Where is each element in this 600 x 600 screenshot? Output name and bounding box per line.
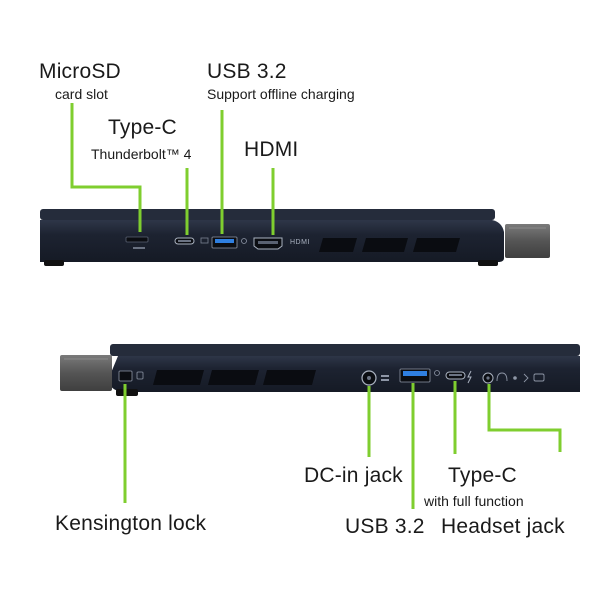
top-callout-lines — [70, 103, 275, 235]
typec-subtitle-bottom: with full function — [424, 493, 524, 509]
vent-icon — [153, 370, 316, 385]
typec-subtitle: Thunderbolt™ 4 — [91, 146, 192, 162]
hdmi-title: HDMI — [244, 138, 299, 161]
bottom-lid — [110, 344, 580, 356]
bottom-hinge — [60, 355, 112, 391]
usb-a-port-icon — [399, 368, 440, 383]
top-lid — [40, 209, 495, 220]
usb-subtitle: Support offline charging — [207, 86, 355, 102]
headset-jack-icon — [482, 372, 545, 384]
bottom-callout-lines — [123, 381, 562, 509]
microsd-title: MicroSD — [39, 60, 121, 83]
top-laptop-side — [40, 103, 550, 266]
top-hinge — [505, 224, 550, 258]
thunderbolt-port-icon — [445, 370, 472, 384]
usb-title-bottom: USB 3.2 — [345, 515, 425, 538]
thunderbolt-port-icon — [174, 237, 209, 245]
bottom-foot — [116, 389, 138, 396]
usb-title: USB 3.2 — [207, 60, 287, 83]
headset-title: Headset jack — [441, 515, 565, 538]
kensington-slot-icon — [118, 370, 144, 382]
typec-title-bottom: Type-C — [448, 464, 517, 487]
usb-a-port-icon — [211, 236, 247, 249]
top-foot-left — [44, 260, 64, 266]
dcin-title: DC-in jack — [304, 464, 403, 487]
hdmi-port-icon — [253, 237, 283, 250]
bottom-laptop-side — [60, 344, 580, 509]
microsd-subtitle: card slot — [55, 86, 108, 102]
top-foot-right — [478, 260, 498, 266]
kensington-title: Kensington lock — [55, 512, 207, 535]
headset-callout-line — [487, 384, 562, 452]
hdmi-port-marking: HDMI — [290, 239, 310, 246]
microsd-callout-line — [70, 103, 142, 232]
vent-icon — [319, 238, 460, 252]
dc-jack-icon — [361, 370, 389, 386]
microsd-port-icon — [125, 236, 149, 249]
typec-title: Type-C — [108, 116, 177, 139]
